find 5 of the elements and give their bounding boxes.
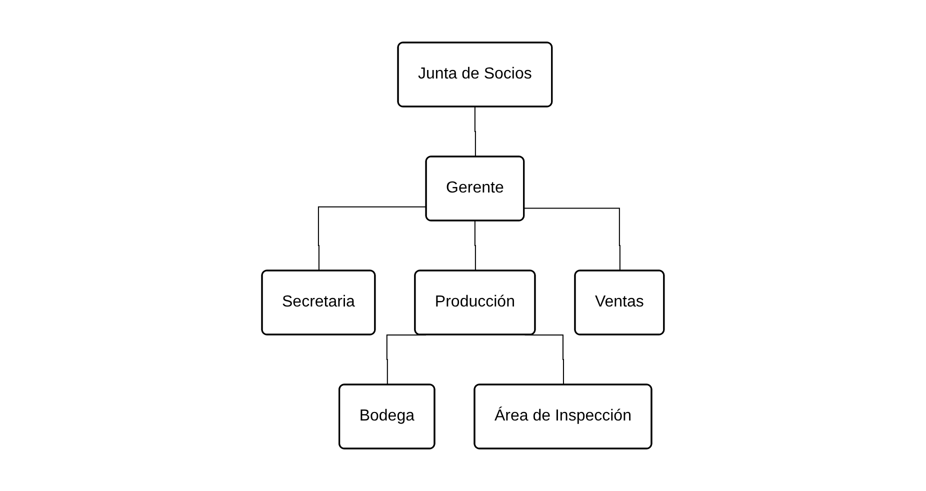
connector [474,220,476,272]
connector [524,208,620,272]
connector [474,106,476,158]
org-chart: Junta de Socios Gerente Secretaria Producción Ventas Bodega Área de Inspección [254,0,672,491]
connector [318,206,428,272]
